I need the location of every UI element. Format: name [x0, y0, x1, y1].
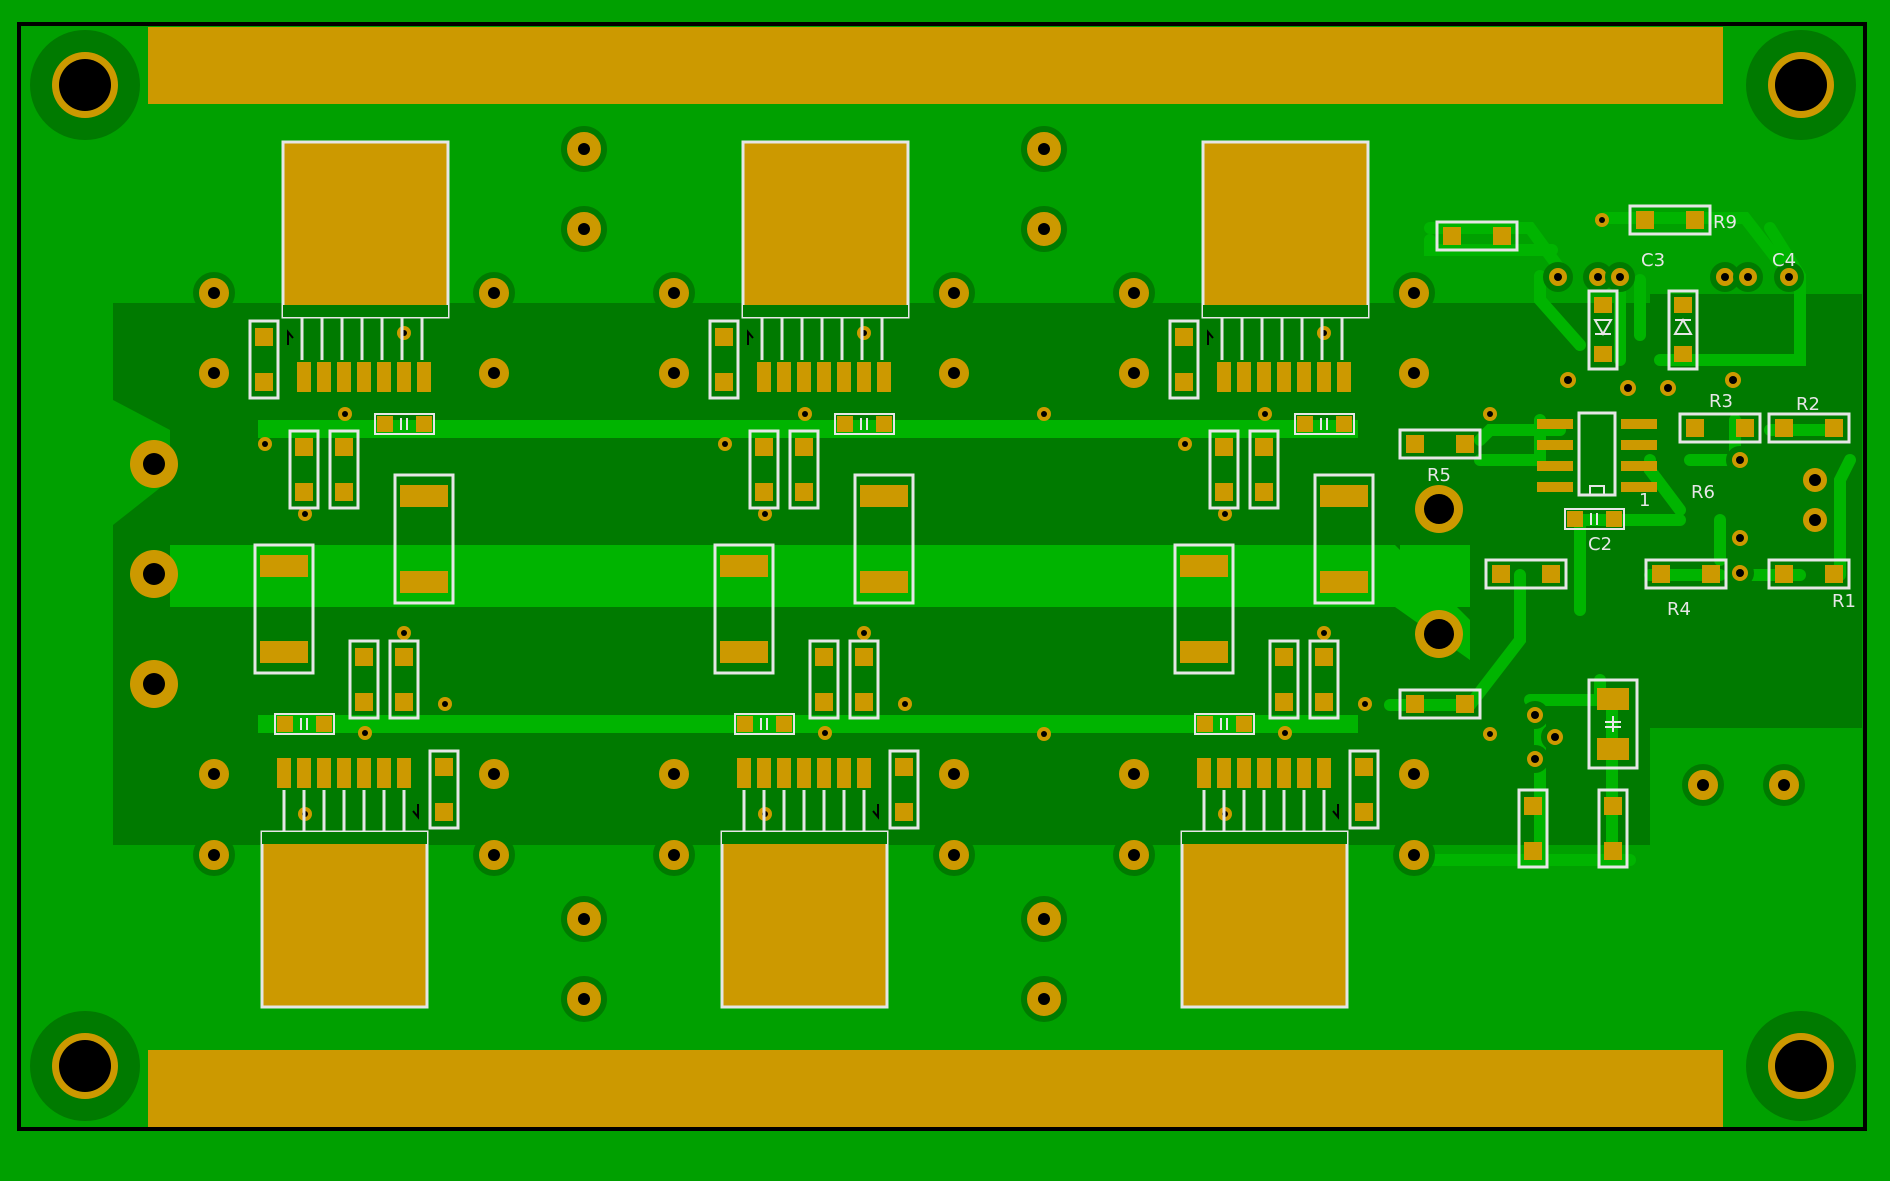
label-pin1: 1	[1639, 490, 1650, 511]
terminal-pads	[130, 440, 1463, 708]
label-r9: R9	[1713, 212, 1737, 233]
label-r2: R2	[1796, 394, 1820, 415]
mounting-holes	[30, 30, 1856, 1121]
power-traces	[170, 420, 1470, 733]
smd-resistors-horizontal	[1398, 204, 1851, 720]
mounting-hole-icon	[1746, 30, 1856, 140]
label-c4: C4	[1772, 250, 1796, 271]
label-c3: C3	[1641, 250, 1665, 271]
smd-resistors-vertical	[248, 319, 1629, 869]
mounting-hole-icon	[1746, 1011, 1856, 1121]
power-package	[1201, 140, 1370, 392]
through-hole-pads	[193, 126, 1833, 1022]
mounting-hole-icon	[30, 1011, 140, 1121]
label-r6: R6	[1691, 482, 1715, 503]
label-r3: R3	[1709, 391, 1733, 412]
power-package	[720, 758, 889, 1009]
label-r1: R1	[1832, 591, 1856, 612]
power-package	[1180, 758, 1349, 1009]
capacitor-icon	[1587, 678, 1639, 770]
heatsink-copper	[148, 27, 1723, 1127]
power-packages-bottom	[260, 758, 1349, 1009]
diode-icon	[1667, 289, 1699, 371]
mounting-hole-icon	[30, 30, 140, 140]
label-r5: R5	[1427, 465, 1451, 486]
diode-icon	[1587, 289, 1619, 371]
pin1-markers	[287, 329, 1339, 820]
power-package	[741, 140, 910, 392]
drill-holes	[208, 143, 1821, 1005]
power-package	[281, 140, 450, 392]
label-r4: R4	[1667, 599, 1691, 620]
soic-ic	[1537, 411, 1657, 497]
capacitor-icon	[274, 413, 1625, 735]
label-c2: C2	[1588, 534, 1612, 555]
power-package	[260, 758, 429, 1009]
board-outline	[17, 22, 1867, 1131]
power-packages-top	[281, 140, 1370, 392]
silkscreen-labels: R9 C3 C4 R3 R2 R5 R6 1 C2 R4 R1	[1427, 212, 1856, 620]
smd-large-vertical	[253, 473, 1375, 675]
